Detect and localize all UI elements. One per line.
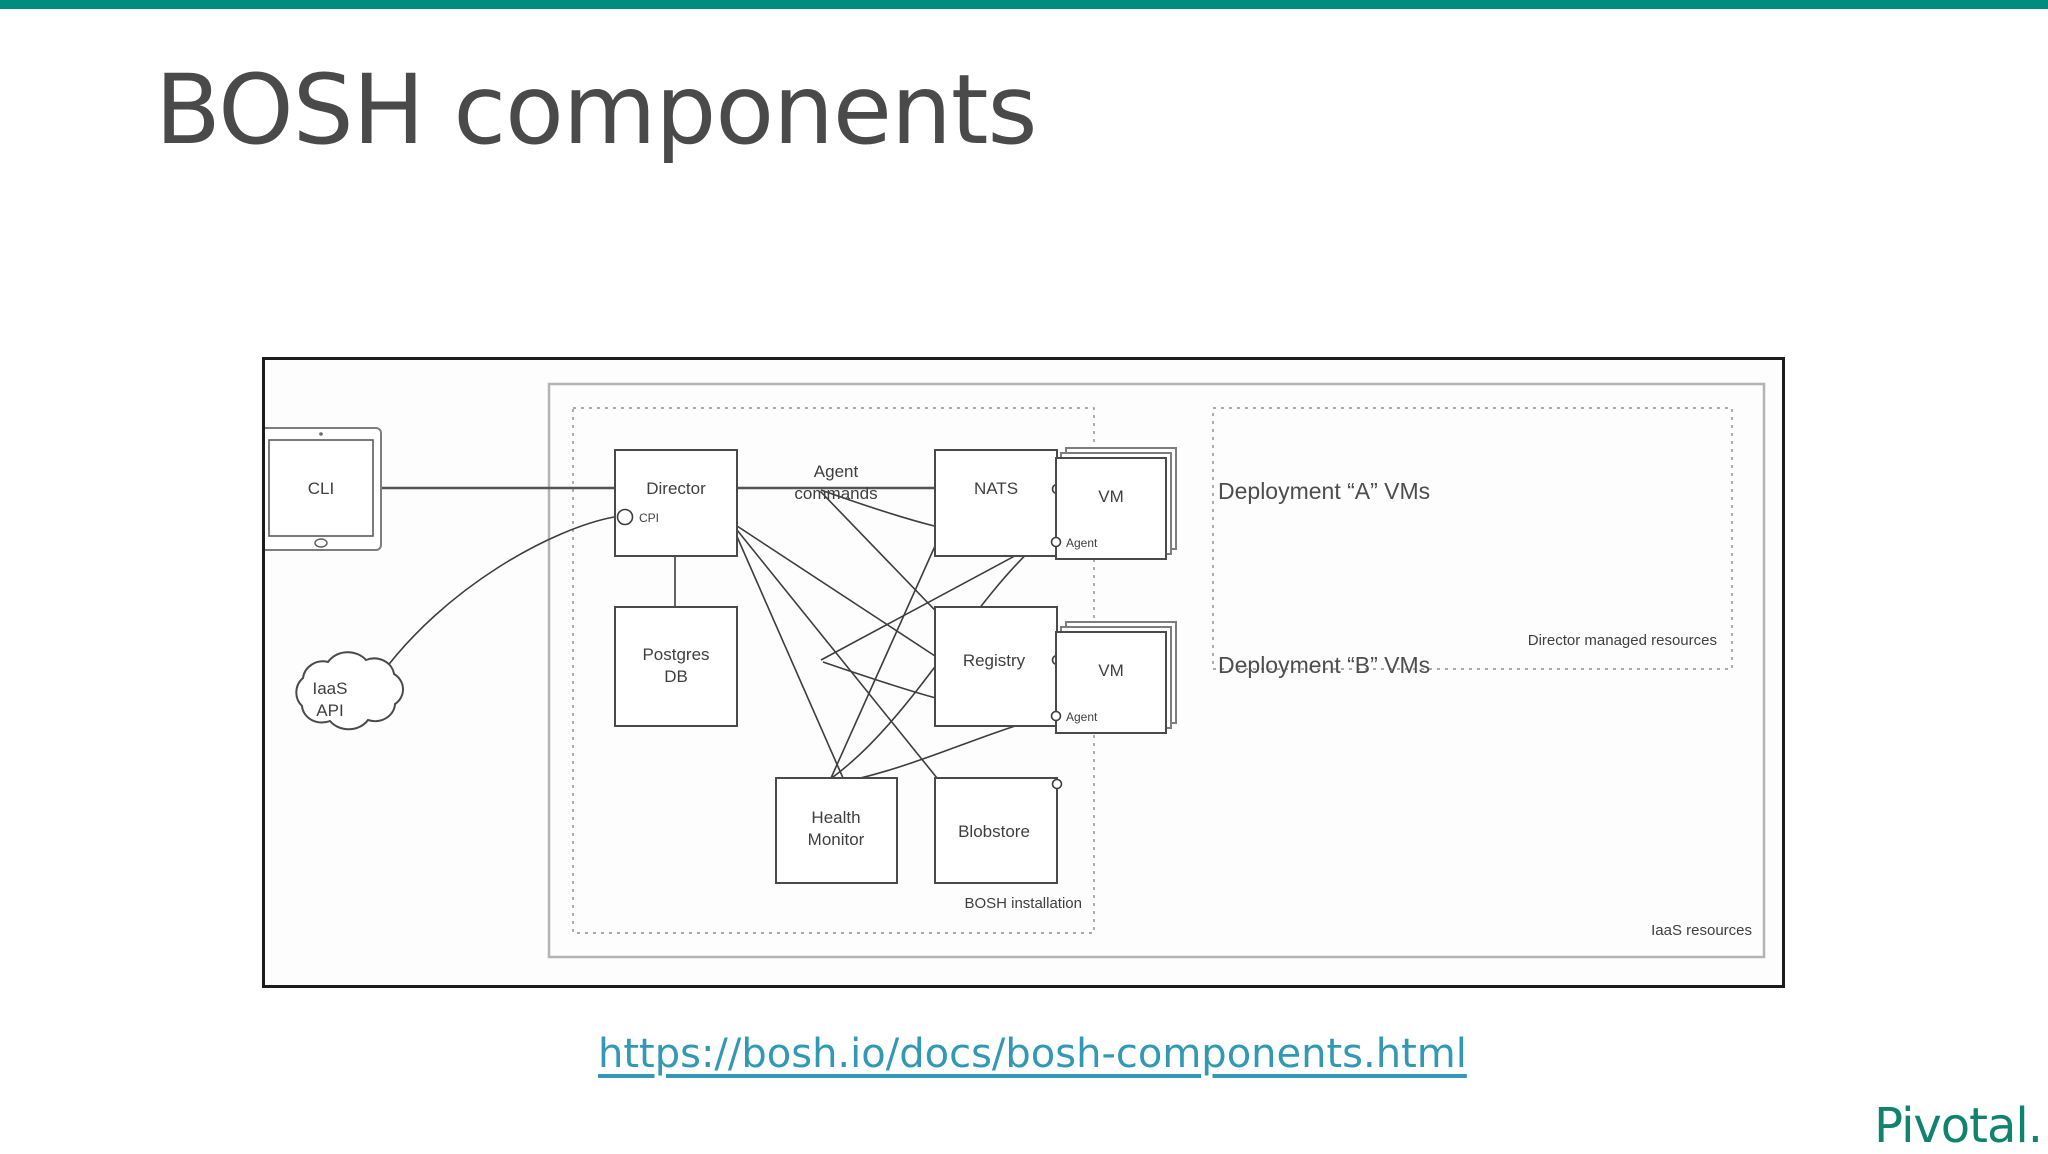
edge-blobstore-vm-a-agent <box>822 545 1036 785</box>
director-cpi-port-icon <box>616 508 634 526</box>
vm-a-label: VM <box>1098 487 1124 506</box>
postgres-db-label-line2: DB <box>664 667 688 686</box>
blobstore-box <box>934 777 1058 884</box>
zone-label-bosh-installation: BOSH installation <box>964 895 1082 912</box>
postgres-db-box <box>614 606 738 727</box>
zone-director-managed-resources <box>1212 407 1733 670</box>
vm-a-agent-port-icon <box>1050 536 1062 548</box>
vm-b-box <box>1055 631 1167 734</box>
edge-director-health-monitor <box>734 531 844 779</box>
registry-box <box>934 606 1058 727</box>
bosh-components-diagram: CLI IaaS API Director CPI Postgres DB Ag… <box>262 357 1785 988</box>
vm-b-agent-port-icon <box>1050 710 1062 722</box>
top-accent-bar <box>0 0 2048 9</box>
vm-a-agent-label: Agent <box>1066 536 1098 550</box>
health-monitor-box <box>775 777 898 884</box>
source-link[interactable]: https://bosh.io/docs/bosh-components.htm… <box>598 1031 1467 1077</box>
iaas-api-label-line1: IaaS <box>313 679 348 698</box>
cli-home-button-icon <box>314 538 328 548</box>
iaas-api-label-line2: API <box>316 701 343 720</box>
annotation-deployment-b: Deployment “B” VMs <box>1218 652 1430 678</box>
node-registry[interactable]: Registry <box>934 606 1063 727</box>
edge-director-iaas-api <box>376 516 615 681</box>
agent-commands-line2: commands <box>794 484 877 503</box>
director-label: Director <box>646 479 706 498</box>
edge-nats-health-monitor <box>830 545 936 779</box>
edge-blobstore-vm-b-agent <box>822 719 1036 787</box>
vm-a-box <box>1055 457 1167 560</box>
health-monitor-label-line2: Monitor <box>808 830 865 849</box>
cli-screen <box>268 439 374 537</box>
node-blobstore[interactable]: Blobstore <box>934 777 1063 884</box>
edge-director-blobstore <box>736 529 938 779</box>
registry-label: Registry <box>963 651 1026 670</box>
agent-commands-line1: Agent <box>814 462 859 481</box>
cli-label: CLI <box>308 479 334 498</box>
node-health-monitor[interactable]: Health Monitor <box>775 777 898 884</box>
node-iaas-api[interactable]: IaaS API <box>295 651 404 731</box>
page-title: BOSH components <box>155 54 1037 166</box>
blobstore-port-icon <box>1051 778 1063 790</box>
zone-label-iaas-resources: IaaS resources <box>1651 922 1752 939</box>
annotation-deployment-a: Deployment “A” VMs <box>1218 478 1430 504</box>
zone-bosh-installation <box>572 407 1095 934</box>
director-cpi-label: CPI <box>639 511 659 525</box>
cli-camera-icon <box>319 432 323 436</box>
zone-iaas-resources <box>547 382 1766 959</box>
diagram-canvas: CLI IaaS API Director CPI Postgres DB Ag… <box>265 382 1766 959</box>
node-nats[interactable]: NATS <box>934 449 1063 557</box>
cloud-shape-icon <box>295 651 404 731</box>
vm-b-label: VM <box>1098 661 1124 680</box>
node-director[interactable]: Director CPI <box>614 449 738 557</box>
edge-label-agent-commands: Agent commands <box>794 462 877 503</box>
vm-b-agent-label: Agent <box>1066 710 1098 724</box>
zone-label-director-managed-resources: Director managed resources <box>1528 632 1717 649</box>
pivotal-logo: Pivotal. <box>1874 1098 2043 1154</box>
node-vm-b[interactable]: VM Agent <box>1050 621 1177 734</box>
node-vm-a[interactable]: VM Agent <box>1050 447 1177 560</box>
health-monitor-label-line1: Health <box>811 808 860 827</box>
edge-director-registry <box>736 525 936 657</box>
node-cli[interactable]: CLI <box>265 427 382 551</box>
postgres-db-label-line1: Postgres <box>642 645 709 664</box>
edge-registry-vm-a-agent <box>820 543 1038 661</box>
node-postgres-db[interactable]: Postgres DB <box>614 606 738 727</box>
nats-label: NATS <box>974 479 1018 498</box>
director-box <box>614 449 738 557</box>
blobstore-label: Blobstore <box>958 822 1030 841</box>
nats-box <box>934 449 1058 557</box>
